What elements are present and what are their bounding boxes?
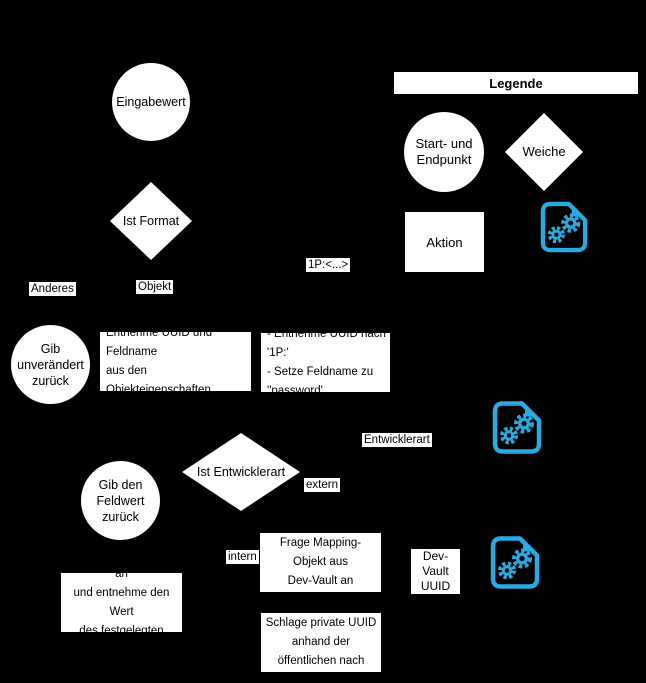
decision-ist-format: Ist Format [110,182,192,260]
legend-decision-node: Weiche [505,113,583,191]
document-gears-icon [492,400,542,455]
action-extract-1p: - Entnehme UUID nach '1P:' - Setze Feldn… [261,328,390,397]
decision-ist-entwicklerart-label: Ist Entwicklerart [196,465,286,479]
document-gears-icon [490,535,540,590]
legend-action-label: Aktion [426,234,463,250]
end-node-return-field-label: Gib den Feldwert zurück [96,477,145,524]
end-node-return-unchanged: Gib unverändert zurück [11,325,90,404]
action-lookup-private-uuid-label: Schlage private UUID anhand der öffentli… [265,617,377,667]
action-query-entry: Frage Eintrag mit UUID an und entnehme d… [61,549,182,656]
diamond-shape [182,433,300,511]
edge-label-extern: extern [304,478,340,492]
action-lookup-private-uuid: Schlage private UUID anhand der öffentli… [261,613,381,672]
diamond-shape [505,113,583,191]
start-node-label: Eingabewert [116,95,186,109]
action-query-mapping: Frage Mapping- Objekt aus Dev-Vault an [260,533,381,592]
diamond-shape [110,182,192,260]
action-query-mapping-label: Frage Mapping- Objekt aus Dev-Vault an [279,537,362,587]
edge-label-1p-prefix: 1P:<...> [306,258,351,272]
end-node-return-unchanged-label: Gib unverändert zurück [17,341,84,388]
legend-title: Legende [394,72,638,94]
document-gears-icon [540,201,588,253]
action-extract-object: Entnehme UUID und Feldname aus den Objek… [100,327,251,396]
edge-label-dev-vault-uuid: Dev-Vault UUID [411,549,460,594]
decision-ist-entwicklerart: Ist Entwicklerart [182,433,300,511]
legend-decision-label: Weiche [522,144,566,159]
end-node-return-field: Gib den Feldwert zurück [81,461,160,540]
action-extract-object-label: Entnehme UUID und Feldname aus den Objek… [106,326,213,396]
edge-label-anderes: Anderes [29,282,76,296]
start-node-eingabewert: Eingabewert [112,63,190,141]
action-extract-1p-label: - Entnehme UUID nach '1P:' - Setze Feldn… [267,327,386,397]
legend-action-node: Aktion [405,212,484,272]
decision-ist-format-label: Ist Format [122,214,180,228]
legend-start-end-node: Start- und Endpunkt [404,112,484,192]
edge-label-objekt: Objekt [136,280,174,294]
action-query-entry-label: Frage Eintrag mit UUID an und entnehme d… [61,548,182,656]
edge-label-intern: intern [226,550,259,564]
edge-label-entwicklerart: Entwicklerart [362,433,432,447]
legend-start-end-label: Start- und Endpunkt [415,136,473,167]
